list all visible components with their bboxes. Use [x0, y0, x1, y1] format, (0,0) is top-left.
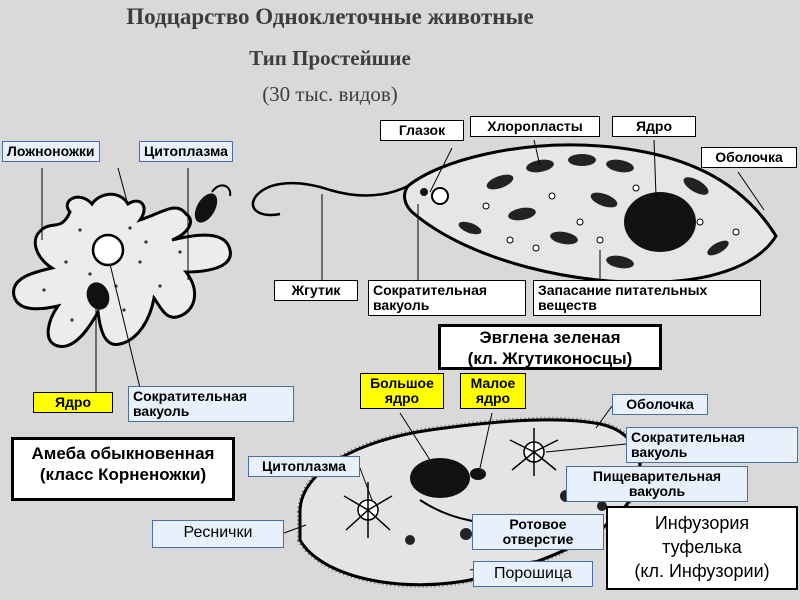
euglena-nucleus	[624, 192, 696, 252]
paramecium-caption-line3: (кл. Инфузории)	[634, 561, 770, 581]
label-macronucleus: Большое ядро	[360, 373, 444, 409]
euglena-caption-line2: (кл. Жгутиконосцы)	[467, 349, 633, 368]
page-subtitle: Тип Простейшие	[249, 46, 411, 70]
label-paramecium-cytoplasm: Цитоплазма	[248, 456, 360, 477]
label-cilia: Реснички	[152, 520, 284, 548]
paramecium-caption: Инфузория туфелька (кл. Инфузории)	[606, 506, 798, 590]
paramecium-caption-line1: Инфузория	[654, 513, 750, 533]
label-paramecium-contractile-vacuole: Сократительная вакуоль	[626, 427, 798, 463]
label-amoeba-contractile-vacuole: Сократительная вакуоль	[128, 386, 294, 422]
label-flagellum: Жгутик	[274, 280, 358, 301]
amoeba-body	[12, 192, 232, 348]
label-euglena-nucleus: Ядро	[612, 116, 696, 137]
label-chloroplasts: Хлоропласты	[470, 116, 600, 137]
label-oral-opening: Ротовое отверстие	[472, 514, 604, 550]
label-amoeba-cytoplasm: Цитоплазма	[139, 141, 233, 162]
euglena-caption: Эвглена зеленая (кл. Жгутиконосцы)	[438, 324, 662, 370]
paramecium-body	[298, 418, 642, 587]
euglena-eyespot	[420, 188, 428, 196]
label-paramecium-membrane: Оболочка	[612, 394, 708, 415]
label-euglena-membrane: Оболочка	[701, 147, 797, 168]
euglena-chloroplasts	[458, 154, 729, 269]
paramecium-caption-line2: туфелька	[662, 537, 742, 557]
label-micronucleus: Малое ядро	[460, 373, 526, 409]
label-amoeba-nucleus: Ядро	[33, 392, 113, 413]
species-count: (30 тыс. видов)	[262, 82, 398, 106]
paramecium-vacuole-front	[343, 482, 393, 538]
amoeba-drawing	[12, 167, 232, 392]
label-anal-pore: Порошица	[473, 561, 593, 587]
label-digestive-vacuole: Пищеварительная вакуоль	[566, 466, 748, 502]
label-nutrient-storage: Запасание питательных веществ	[533, 280, 761, 316]
amoeba-caption: Амеба обыкновенная (класс Корненожки)	[11, 437, 235, 501]
euglena-caption-line1: Эвглена зеленая	[479, 328, 621, 347]
page-title: Подцарство Одноклеточные животные	[126, 4, 534, 29]
paramecium-macronucleus	[410, 458, 470, 498]
amoeba-caption-line2: (класс Корненожки)	[39, 465, 207, 484]
amoeba-vacuole	[91, 233, 125, 267]
label-eyespot: Глазок	[380, 120, 464, 141]
paramecium-micronucleus	[470, 468, 486, 480]
euglena-flagellum	[251, 181, 409, 217]
amoeba-nucleus	[86, 282, 110, 310]
amoeba-caption-line1: Амеба обыкновенная	[31, 444, 215, 463]
label-pseudopods: Ложноножки	[2, 141, 100, 162]
paramecium-vacuole-rear	[509, 428, 559, 476]
euglena-drawing	[251, 139, 778, 284]
label-euglena-contractile-vacuole: Сократительная вакуоль	[368, 280, 526, 316]
euglena-vacuole	[431, 187, 449, 205]
